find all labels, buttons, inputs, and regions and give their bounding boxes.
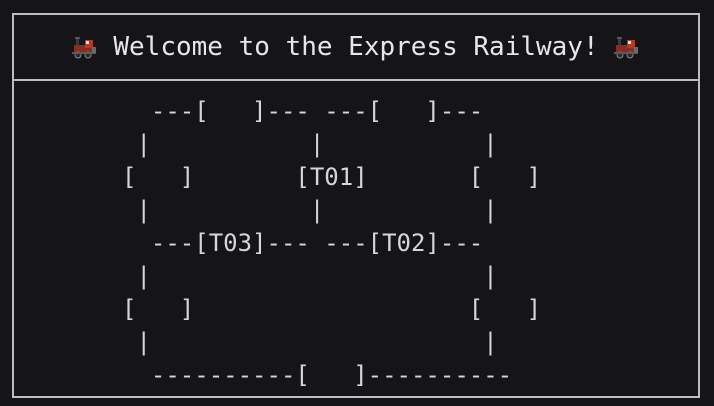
- map-row: ----------[ ]----------: [122, 361, 513, 389]
- train-icon: [71, 33, 99, 61]
- page-title: Welcome to the Express Railway!: [113, 32, 599, 62]
- map-row: | | |: [122, 130, 498, 158]
- map-row-station-t01: [ ] [T01] [ ]: [122, 163, 542, 191]
- map-row: | |: [122, 262, 498, 290]
- map-row: | |: [122, 328, 498, 356]
- welcome-header: Welcome to the Express Railway!: [14, 15, 698, 81]
- railway-map: ---[ ]--- ---[ ]--- | | | [ ] [T01] [ ] …: [14, 81, 698, 396]
- train-icon: [613, 33, 641, 61]
- map-row: ---[ ]--- ---[ ]---: [122, 97, 484, 125]
- map-row-stations-t03-t02: ---[T03]--- ---[T02]---: [122, 229, 484, 257]
- terminal-frame: Welcome to the Express Railway! ---[ ]--…: [12, 13, 700, 398]
- map-row: [ ] [ ]: [122, 295, 542, 323]
- map-row: | | |: [122, 196, 498, 224]
